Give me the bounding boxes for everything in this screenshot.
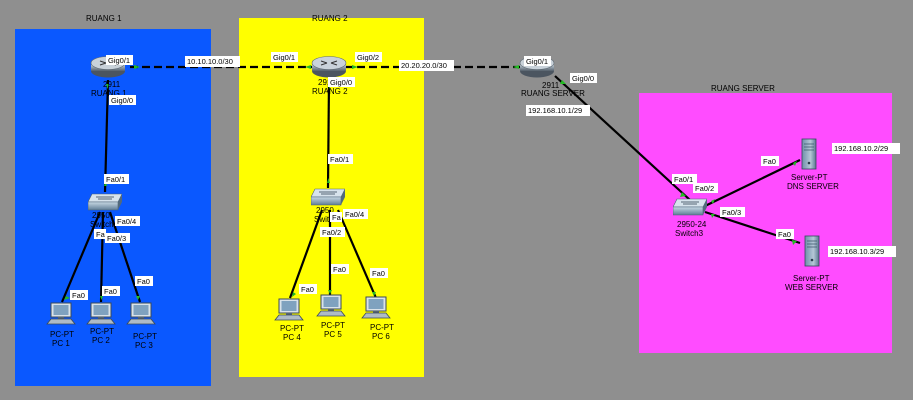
pc-1[interactable]: PC-PT PC 1 — [46, 302, 76, 348]
switch-ruang-server[interactable]: 2950-24 Switch3 — [673, 198, 707, 238]
web-ip: 192.168.10.3/29 — [830, 247, 884, 256]
port-r1-gig01: Gig0/1 — [108, 56, 130, 65]
port-sw2-fa03: Fa — [332, 213, 342, 222]
pc-2[interactable]: PC-PT PC 2 — [86, 302, 116, 345]
pc-6[interactable]: PC-PT PC 6 — [361, 296, 394, 341]
port-r2-gig01: Gig0/1 — [273, 53, 295, 62]
pc-4-model: PC-PT — [280, 324, 304, 333]
link-sw1-pc1[interactable] — [60, 211, 102, 303]
pc-1-name: PC 1 — [52, 339, 70, 348]
server-dns-model: Server-PT — [791, 173, 828, 182]
port-web-fa0: Fa0 — [778, 230, 791, 239]
port-sw1-fa01: Fa0/1 — [106, 175, 125, 184]
pc-5[interactable]: PC-PT PC 5 — [316, 294, 346, 339]
link-status-dots — [64, 65, 797, 300]
pc-2-model: PC-PT — [90, 327, 114, 336]
link-sw2-pc6[interactable] — [336, 209, 378, 299]
tag-r3-lan: 192.168.10.1/29 — [526, 105, 590, 116]
network-r3-lan: 192.168.10.1/29 — [528, 106, 582, 115]
links — [60, 65, 801, 303]
area-title-ruang-server: RUANG SERVER — [711, 84, 775, 93]
router-ruang-server[interactable]: 2911 RUANG SERVER — [519, 56, 585, 99]
port-r3-gig01: Gig0/1 — [526, 57, 548, 66]
router-ruang-server-model: 2911 — [542, 81, 560, 90]
network-r2-r3: 20.20.20.0/30 — [401, 61, 447, 70]
port-r1-gig00: Gig0/0 — [111, 96, 133, 105]
tag-network-r1-r2: 10.10.10.0/30 — [185, 56, 240, 67]
router-ruang-server-name: RUANG SERVER — [521, 89, 585, 98]
link-r2-sw2[interactable] — [326, 79, 331, 189]
switch-ruang-server-name: Switch3 — [675, 229, 704, 238]
area-ruang-server — [639, 93, 892, 353]
pc-3[interactable]: PC-PT PC 3 — [126, 302, 157, 350]
pc-3-name: PC 3 — [135, 341, 153, 350]
switch-ruang-1[interactable]: 2950 Switch — [88, 193, 122, 229]
server-web-name: WEB SERVER — [785, 283, 838, 292]
pc-4[interactable]: PC-PT PC 4 — [274, 298, 304, 342]
tag-dns-ip: 192.168.10.2/29 — [832, 143, 900, 154]
pc-5-model: PC-PT — [321, 321, 345, 330]
pc-5-name: PC 5 — [324, 330, 342, 339]
router-ruang-1-model: 2911 — [103, 80, 121, 89]
network-r1-r2: 10.10.10.0/30 — [187, 57, 233, 66]
server-dns-name: DNS SERVER — [787, 182, 839, 191]
port-sw1-fa03: Fa0/3 — [107, 234, 126, 243]
server-web[interactable]: Server-PT WEB SERVER — [785, 235, 838, 292]
port-pc6-fa0: Fa0 — [372, 269, 385, 278]
pc-2-name: PC 2 — [92, 336, 110, 345]
port-sw2-fa01: Fa0/1 — [330, 155, 349, 164]
router-ruang-1[interactable]: 2911 RUANG 1 — [90, 56, 127, 99]
link-r1-sw1[interactable] — [103, 79, 110, 193]
port-sw1-fa02: Fa — [96, 230, 106, 239]
port-pc2-fa0: Fa0 — [104, 287, 117, 296]
router-ruang-2-name: RUANG 2 — [312, 87, 348, 96]
port-sw3-fa03: Fa0/3 — [722, 208, 741, 217]
port-pc3-fa0: Fa0 — [137, 277, 150, 286]
pc-4-name: PC 4 — [283, 333, 301, 342]
port-sw2-fa02: Fa0/2 — [322, 228, 341, 237]
label-tags: 10.10.10.0/30 20.20.20.0/30 192.168.10.1… — [70, 52, 900, 300]
link-sw1-pc2[interactable] — [99, 211, 105, 303]
port-pc1-fa0: Fa0 — [72, 291, 85, 300]
dns-ip: 192.168.10.2/29 — [834, 144, 888, 153]
port-sw1-fa04: Fa0/4 — [117, 217, 136, 226]
port-r2-gig02: Gig0/2 — [357, 53, 379, 62]
port-r3-gig00: Gig0/0 — [572, 74, 594, 83]
switch-ruang-2-name: Switch — [314, 215, 338, 224]
pc-6-name: PC 6 — [372, 332, 390, 341]
link-r3-sw3[interactable] — [554, 75, 691, 201]
switch-ruang-2-model: 2950 — [316, 206, 334, 215]
link-sw3-dns[interactable] — [704, 159, 801, 207]
port-sw3-fa01: Fa0/1 — [674, 175, 693, 184]
router-ruang-2-model: 2911 — [318, 78, 336, 87]
switch-ruang-2[interactable]: 2950 Switch — [311, 188, 345, 224]
port-pc5-fa0: Fa0 — [333, 265, 346, 274]
switch-ruang-1-model: 2950 — [92, 211, 110, 220]
switch-ruang-server-model: 2950-24 — [677, 220, 707, 229]
server-web-model: Server-PT — [793, 274, 830, 283]
port-sw3-fa02: Fa0/2 — [695, 184, 714, 193]
area-title-ruang-2: RUANG 2 — [312, 14, 348, 23]
pc-1-model: PC-PT — [50, 330, 74, 339]
router-ruang-2[interactable]: 2911 RUANG 2 — [311, 56, 348, 97]
port-pc4-fa0: Fa0 — [301, 285, 314, 294]
port-dns-fa0: Fa0 — [763, 157, 776, 166]
tag-web-ip: 192.168.10.3/29 — [828, 246, 896, 257]
switch-ruang-1-name: Switch — [90, 220, 114, 229]
link-sw2-pc4[interactable] — [288, 209, 324, 299]
server-dns[interactable]: Server-PT DNS SERVER — [787, 138, 839, 191]
port-sw2-fa04: Fa0/4 — [345, 210, 364, 219]
port-r2-gig00: Gig0/0 — [330, 78, 352, 87]
tag-network-r2-r3: 20.20.20.0/30 — [399, 60, 454, 71]
area-title-ruang-1: RUANG 1 — [86, 14, 122, 23]
link-sw1-pc3[interactable] — [108, 211, 142, 303]
pc-6-model: PC-PT — [370, 323, 394, 332]
pc-3-model: PC-PT — [133, 332, 157, 341]
router-ruang-1-name: RUANG 1 — [91, 89, 127, 98]
